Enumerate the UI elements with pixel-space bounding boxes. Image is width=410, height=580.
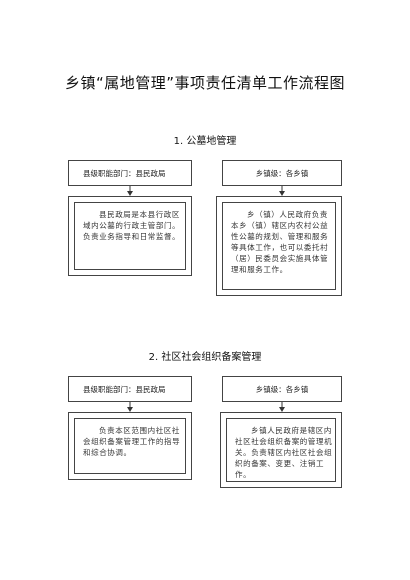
township-detail-text: 乡镇人民政府是辖区内社区社会组织备案的管理机关。负责辖区内社区社会组织的备案、变…: [235, 426, 333, 479]
county-detail-frame: [74, 418, 186, 474]
county-detail-frame: [74, 202, 186, 270]
township-detail-box: 乡（镇）人民政府负责本乡（镇）辖区内农村公益性公墓的规划、管理和服务等具体工作，…: [216, 196, 342, 296]
township-detail-box: 乡镇人民政府是辖区内社区社会组织备案的管理机关。负责辖区内社区社会组织的备案、变…: [220, 412, 342, 488]
county-department-label: 县级职能部门：县民政局: [83, 384, 166, 394]
township-detail-frame: [222, 202, 336, 290]
township-detail-text: 乡（镇）人民政府负责本乡（镇）辖区内农村公益性公墓的规划、管理和服务等具体工作，…: [231, 210, 329, 274]
down-arrow-icon: [127, 402, 133, 412]
township-detail-frame: [226, 418, 336, 482]
county-detail-box: 县民政局是本县行政区域内公墓的行政主管部门。负责业务指导和日常监督。: [68, 196, 192, 276]
page-title: 乡镇“属地管理”事项责任清单工作流程图: [64, 74, 346, 92]
township-header: 乡镇级：各乡镇: [222, 376, 342, 402]
county-department-header: 县级职能部门：县民政局: [68, 376, 192, 402]
down-arrow-icon: [279, 186, 285, 196]
county-department-label: 县级职能部门：县民政局: [83, 168, 166, 178]
township-label: 乡镇级：各乡镇: [255, 384, 309, 394]
township-label: 乡镇级：各乡镇: [255, 168, 309, 178]
county-detail-text: 县民政局是本县行政区域内公墓的行政主管部门。负责业务指导和日常监督。: [83, 210, 181, 241]
section-heading-social-org: 2. 社区社会组织备案管理: [148, 352, 262, 363]
county-detail-box: 负责本区范围内社区社会组织备案管理工作的指导和综合协调。: [68, 412, 192, 480]
down-arrow-icon: [127, 186, 133, 196]
section-heading-cemetery: 1. 公墓地管理: [173, 136, 237, 147]
township-header: 乡镇级：各乡镇: [222, 160, 342, 186]
down-arrow-icon: [279, 402, 285, 412]
county-department-header: 县级职能部门：县民政局: [68, 160, 192, 186]
county-detail-text: 负责本区范围内社区社会组织备案管理工作的指导和综合协调。: [83, 426, 181, 457]
